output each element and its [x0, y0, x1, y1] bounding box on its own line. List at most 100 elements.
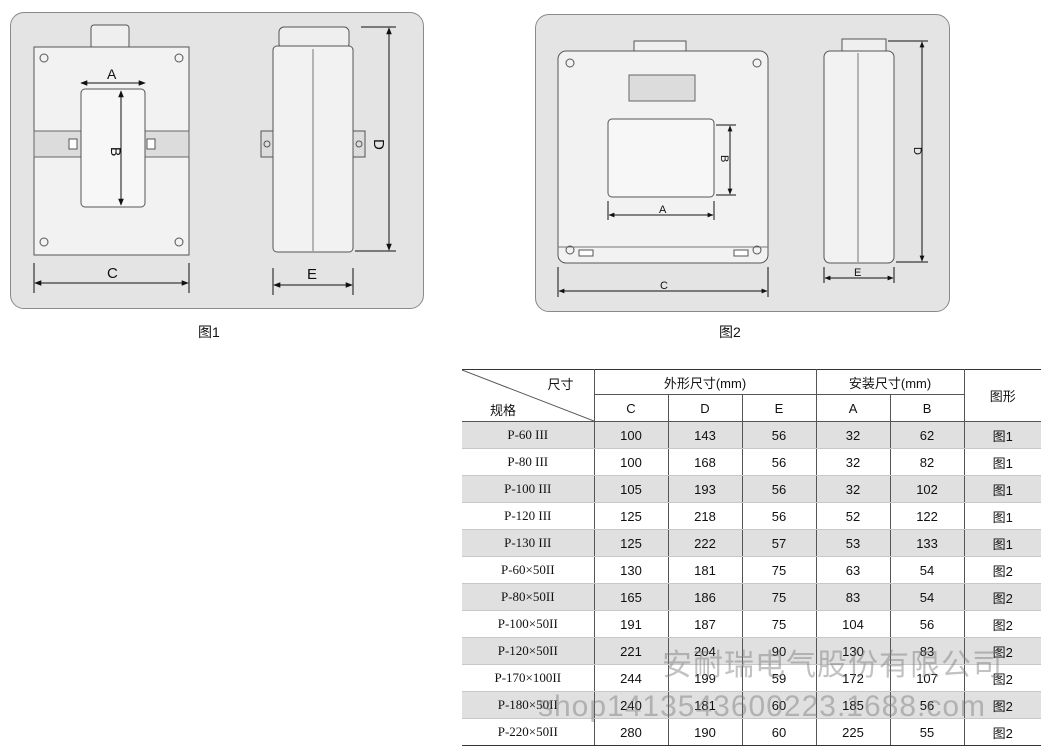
header-spec-label: 规格: [490, 403, 517, 418]
figure-2-panel: A B C D E: [535, 14, 950, 312]
header-install-group: 安装尺寸(mm): [815, 369, 965, 395]
fig2-label-b: B: [718, 155, 730, 162]
cell-a: 52: [815, 502, 891, 530]
cell-c: 244: [593, 664, 669, 692]
cell-c: 125: [593, 502, 669, 530]
cell-c: 280: [593, 718, 669, 746]
fig1-label-c: C: [107, 265, 118, 282]
cell-fig: 图2: [963, 610, 1042, 638]
cell-b: 133: [889, 529, 965, 557]
cell-a: 172: [815, 664, 891, 692]
cell-spec: P-220×50II: [462, 718, 595, 746]
header-outer-group: 外形尺寸(mm): [593, 369, 817, 395]
cell-fig: 图1: [963, 475, 1042, 503]
header-col-a: A: [815, 394, 891, 422]
cell-d: 181: [667, 691, 743, 719]
cell-spec: P-170×100II: [462, 664, 595, 692]
cell-b: 54: [889, 583, 965, 611]
cell-fig: 图2: [963, 718, 1042, 746]
cell-b: 83: [889, 637, 965, 665]
cell-a: 225: [815, 718, 891, 746]
cell-d: 143: [667, 421, 743, 449]
cell-c: 130: [593, 556, 669, 584]
cell-fig: 图1: [963, 448, 1042, 476]
cell-a: 104: [815, 610, 891, 638]
cell-c: 191: [593, 610, 669, 638]
cell-e: 57: [741, 529, 817, 557]
cell-d: 222: [667, 529, 743, 557]
cell-a: 130: [815, 637, 891, 665]
header-col-b: B: [889, 394, 965, 422]
fig2-label-a: A: [659, 204, 667, 216]
cell-spec: P-120×50II: [462, 637, 595, 665]
cell-a: 185: [815, 691, 891, 719]
cell-a: 53: [815, 529, 891, 557]
cell-spec: P-60 III: [462, 421, 595, 449]
cell-spec: P-180×50II: [462, 691, 595, 719]
fig2-label-d: D: [911, 147, 923, 155]
cell-e: 56: [741, 448, 817, 476]
figure-1-drawing: A B C D E: [33, 24, 396, 295]
cell-c: 100: [593, 448, 669, 476]
cell-e: 75: [741, 610, 817, 638]
fig1-label-e: E: [307, 266, 317, 283]
cell-d: 168: [667, 448, 743, 476]
cell-d: 186: [667, 583, 743, 611]
cell-b: 62: [889, 421, 965, 449]
figure-1-panel: A B C D E: [10, 12, 424, 309]
cell-e: 56: [741, 421, 817, 449]
cell-e: 75: [741, 583, 817, 611]
fig2-label-e: E: [854, 267, 861, 279]
header-figure-col: 图形: [963, 369, 1042, 422]
cell-e: 90: [741, 637, 817, 665]
header-diagonal-cell: 尺寸 规格: [462, 369, 595, 422]
cell-spec: P-100 III: [462, 475, 595, 503]
cell-d: 204: [667, 637, 743, 665]
cell-b: 82: [889, 448, 965, 476]
cell-fig: 图2: [963, 664, 1042, 692]
spec-table: 尺寸 规格 外形尺寸(mm) 安装尺寸(mm) 图形 C D E A B P-6…: [462, 369, 1042, 746]
fig1-label-b: B: [108, 147, 124, 156]
cell-b: 102: [889, 475, 965, 503]
cell-fig: 图2: [963, 556, 1042, 584]
cell-a: 63: [815, 556, 891, 584]
cell-b: 56: [889, 610, 965, 638]
cell-b: 122: [889, 502, 965, 530]
cell-d: 181: [667, 556, 743, 584]
header-size-label: 尺寸: [547, 377, 574, 392]
cell-fig: 图1: [963, 529, 1042, 557]
fig1-label-a: A: [107, 66, 117, 82]
fig2-label-c: C: [660, 280, 668, 292]
cell-c: 105: [593, 475, 669, 503]
cell-fig: 图2: [963, 637, 1042, 665]
cell-a: 83: [815, 583, 891, 611]
table-header-row-1: 尺寸 规格 外形尺寸(mm) 安装尺寸(mm) 图形: [462, 369, 1042, 422]
cell-spec: P-130 III: [462, 529, 595, 557]
cell-b: 56: [889, 691, 965, 719]
cell-d: 190: [667, 718, 743, 746]
cell-spec: P-60×50II: [462, 556, 595, 584]
cell-d: 218: [667, 502, 743, 530]
fig1-label-d: D: [370, 139, 387, 150]
cell-a: 32: [815, 421, 891, 449]
cell-spec: P-80×50II: [462, 583, 595, 611]
cell-a: 32: [815, 448, 891, 476]
cell-b: 107: [889, 664, 965, 692]
cell-spec: P-80 III: [462, 448, 595, 476]
cell-fig: 图1: [963, 421, 1042, 449]
header-col-c: C: [594, 394, 669, 422]
cell-fig: 图2: [963, 691, 1042, 719]
figure-1-caption: 图1: [198, 324, 220, 340]
cell-fig: 图1: [963, 502, 1042, 530]
cell-e: 60: [741, 718, 817, 746]
header-col-d: D: [667, 394, 743, 422]
